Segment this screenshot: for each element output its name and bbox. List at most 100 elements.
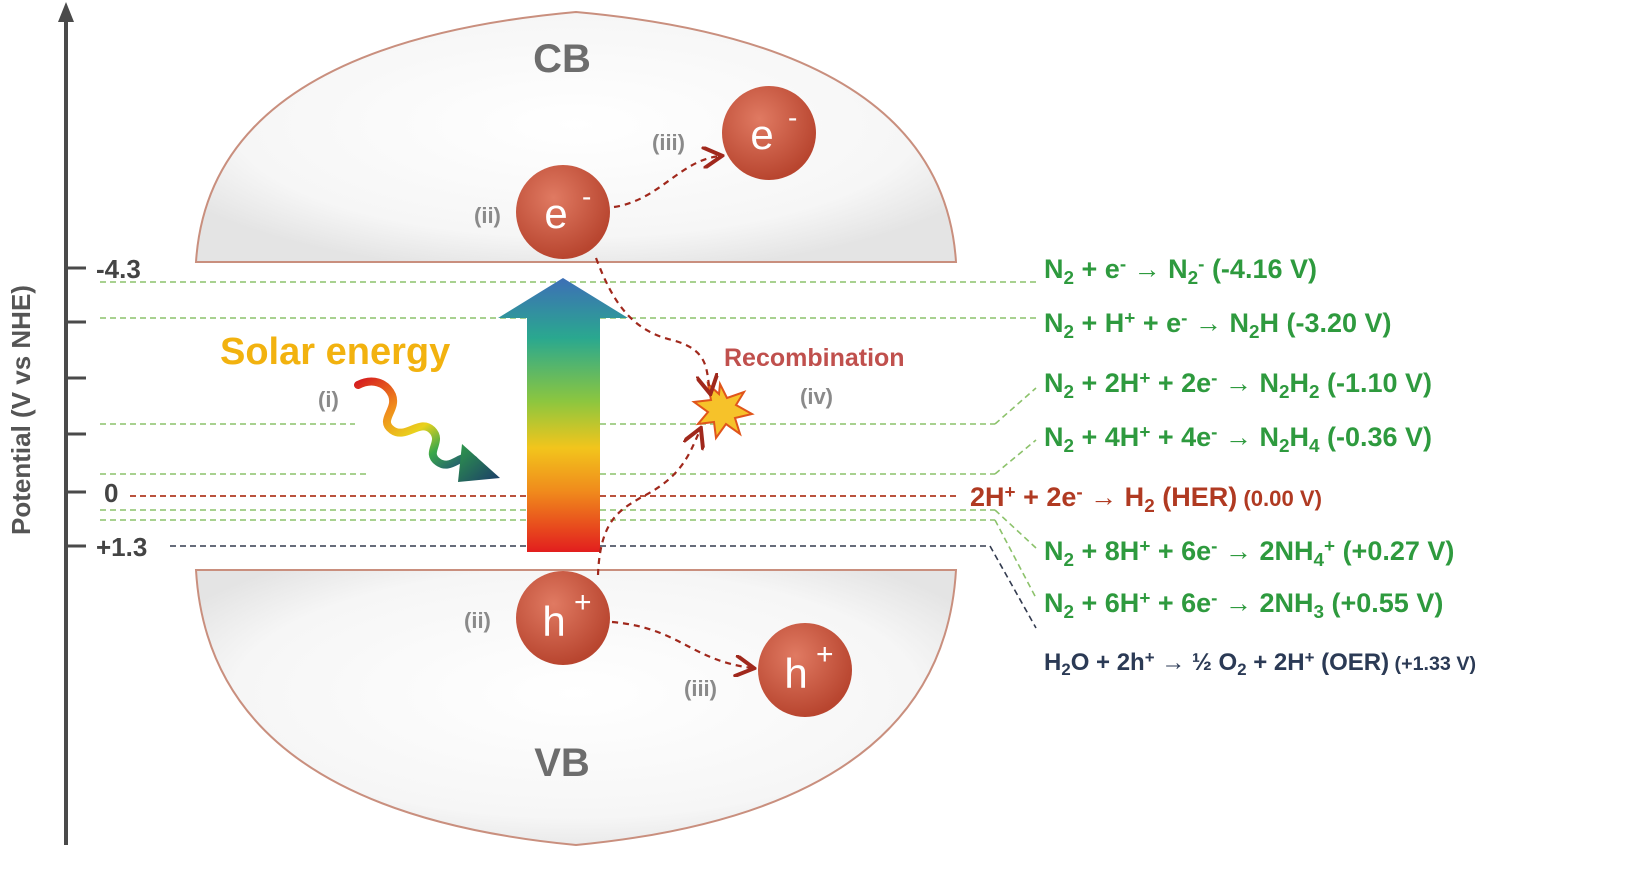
reaction-part: + 2H [1074,368,1139,398]
reaction-part: + 2e [1016,482,1077,512]
reaction-part: 2 [1064,602,1075,623]
reaction-part: + [1324,536,1335,557]
energy-level-lines [100,281,1037,629]
electron-recombination-path [594,257,710,392]
reaction-part: - [1211,368,1217,389]
reaction-her: 2H+ + 2e- → H2 (HER) (0.00 V) [970,482,1322,517]
axis-title: Potential (V vs NHE) [6,285,36,535]
reaction-part: N [1044,422,1064,452]
reaction-part: H [1044,649,1061,676]
step-label-iv: (iv) [800,384,833,409]
hole-recombination-path [596,430,700,576]
recombination-burst-icon [691,380,755,441]
hole-charge: + [574,586,592,619]
reaction-part: 4 [1314,550,1325,571]
electron-transferred: e - [722,86,816,180]
reaction-part: H [1290,368,1310,398]
reaction-part: (OER) [1314,649,1389,676]
reaction-part: 2 [1279,382,1290,403]
tick-label-vb: +1.3 [96,532,147,562]
reaction-part: - [1120,254,1126,275]
reaction-part: 2 [1309,382,1320,403]
reaction-part: (-4.16 V) [1204,254,1317,284]
level-line-oer-link [989,545,1037,629]
electron-charge: - [788,102,797,133]
reaction-part: → N [1217,422,1279,452]
reaction-part: → ½ O [1155,649,1238,676]
reaction-part: → 2NH [1217,588,1313,618]
reaction-part: 2 [1064,382,1075,403]
reaction-part: 2 [1064,550,1075,571]
reaction-part: + 2e [1150,368,1211,398]
reaction-part: 2 [1061,660,1070,679]
tick-label-cb: -4.3 [96,254,141,284]
axis-arrow-icon [58,2,74,22]
electron-symbol: e [544,190,567,237]
reaction-n2h: N2 + H+ + e- → N2H (-3.20 V) [1044,308,1392,343]
reaction-part: + [1139,368,1150,389]
reaction-part: N [1044,308,1064,338]
reaction-part: (-0.36 V) [1320,422,1433,452]
carrier-paths [594,156,752,668]
reaction-list: N2 + e- → N2- (-4.16 V)N2 + H+ + e- → N2… [970,254,1476,679]
reaction-nh4: N2 + 8H+ + 6e- → 2NH4+ (+0.27 V) [1044,536,1454,571]
reaction-part: 2 [1237,660,1246,679]
reaction-part: 2 [1249,322,1260,343]
electron-charge: - [582,181,591,212]
reaction-part: (HER) [1155,482,1238,512]
reaction-part: - [1211,536,1217,557]
vb-label: VB [534,741,590,785]
hole-transferred: h + [758,623,852,717]
reaction-part: + e [1135,308,1181,338]
reaction-nh3: N2 + 6H+ + 6e- → 2NH3 (+0.55 V) [1044,588,1443,623]
reaction-part: 2 [1064,436,1075,457]
hole-generated: h + [516,571,610,665]
reaction-part: - [1076,482,1082,503]
reaction-part: → N [1187,308,1249,338]
reaction-part: + H [1074,308,1124,338]
reaction-part: (+0.27 V) [1335,536,1454,566]
reaction-part: + [1145,648,1155,667]
reaction-part: (+0.55 V) [1324,588,1443,618]
reaction-n2h2: N2 + 2H+ + 2e- → N2H2 (-1.10 V) [1044,368,1432,403]
solar-energy-label: Solar energy [220,331,450,373]
valence-band [194,569,958,847]
reaction-part: → N [1217,368,1279,398]
reaction-part: - [1211,422,1217,443]
step-label-ii-top: (ii) [474,203,501,228]
level-line-nh4-link [994,509,1037,549]
reaction-part: - [1198,254,1204,275]
reaction-part: 2 [1064,322,1075,343]
step-label-ii-bottom: (ii) [464,608,491,633]
reaction-part: + 6H [1074,588,1139,618]
reaction-part: + 6e [1150,536,1211,566]
level-line-n2h2-link [994,387,1037,425]
reaction-part: (0.00 V) [1237,486,1322,511]
reaction-part: 4 [1309,436,1320,457]
reaction-part: → 2NH [1217,536,1313,566]
reaction-part: H (-3.20 V) [1259,308,1391,338]
excitation-arrow [498,278,628,552]
reaction-part: 2H [970,482,1005,512]
solar-wave-icon [354,377,478,469]
reaction-part: + 4H [1074,422,1139,452]
reaction-n2h4: N2 + 4H+ + 4e- → N2H4 (-0.36 V) [1044,422,1432,457]
reaction-part: 2 [1144,496,1155,517]
reaction-part: 3 [1314,602,1325,623]
step-label-i: (i) [318,387,339,412]
hole-charge: + [816,638,834,671]
level-line-n2h4-link [994,439,1037,475]
reaction-part: N [1044,254,1064,284]
hole-symbol: h [784,650,807,697]
reaction-part: N [1044,588,1064,618]
reaction-part: O + 2h [1071,649,1145,676]
reaction-part: N [1044,368,1064,398]
conduction-band [194,10,958,263]
step-label-iii-top: (iii) [652,130,685,155]
reaction-part: + 4e [1150,422,1211,452]
reaction-part: H [1290,422,1310,452]
reaction-part: N [1044,536,1064,566]
reaction-part: + e [1074,254,1120,284]
